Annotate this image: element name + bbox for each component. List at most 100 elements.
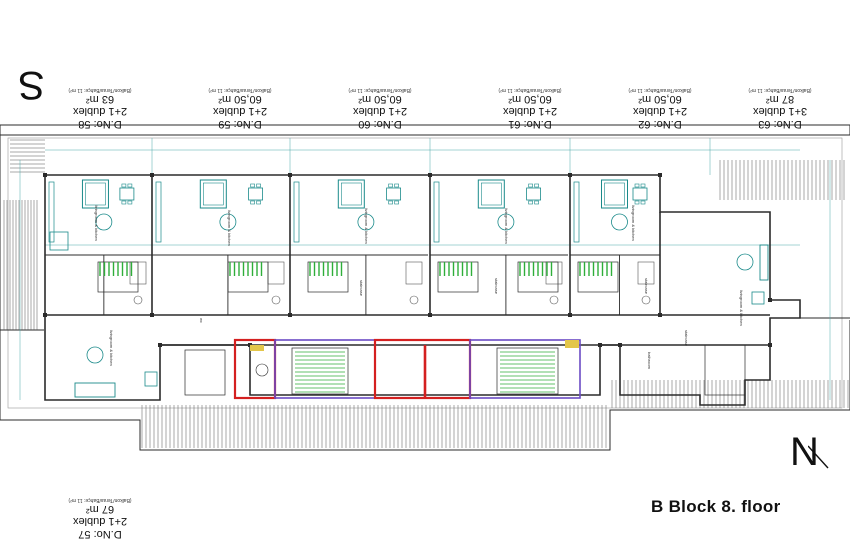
column-post <box>158 343 162 347</box>
toilet <box>133 295 143 305</box>
sofa <box>81 179 109 209</box>
dimension-lines <box>19 138 831 400</box>
room-label: livingroom & kitchen <box>227 210 232 246</box>
chair <box>250 183 255 188</box>
sofa-cushion <box>203 182 224 206</box>
core-staircase <box>255 347 559 395</box>
outer-outline <box>0 124 850 451</box>
kitchen-counter <box>48 181 55 243</box>
core-stair-well <box>291 347 349 395</box>
chair <box>388 183 393 188</box>
column-post <box>768 343 772 347</box>
sofa <box>337 179 365 209</box>
unit-57-number: 57 <box>78 528 91 540</box>
room-label: wc <box>199 318 204 323</box>
room-label: livingroom & kitchen <box>504 208 509 244</box>
unit-label-60: D.No: 60 2+1 dublex 60,50 m² (Balkon/Ter… <box>310 86 450 130</box>
column-post <box>43 173 47 177</box>
unit-label-59: D.No: 59 2+1 dublex 60,50 m² (Balkon/Ter… <box>170 86 310 130</box>
unit-62-dno-label: D.No: <box>653 118 682 130</box>
dining-table <box>526 187 541 201</box>
column-post <box>658 313 662 317</box>
floor-title: B Block 8. floor <box>651 497 781 516</box>
unit-61-dno-label: D.No: <box>523 118 552 130</box>
unit-label-63: D.No: 63 3+1 dublex 87 m² (Balkon/Teras/… <box>710 86 850 130</box>
chair <box>634 200 640 205</box>
kitchen-counter <box>433 181 440 243</box>
unit-61-note: (Balkon/Teras/Bahçe: 11 m²) <box>498 87 562 94</box>
chair <box>528 183 533 188</box>
sofa-cushion <box>85 182 106 206</box>
chair <box>256 200 261 205</box>
unit-60-type: 2+1 dublex <box>352 105 408 118</box>
unit-58-area: 63 m² <box>85 92 115 105</box>
unit-63-type: 3+1 dublex <box>752 105 808 118</box>
building-walls <box>44 174 801 406</box>
chair <box>256 183 261 188</box>
room-label: bathroom <box>647 352 652 370</box>
dining-table <box>751 291 765 305</box>
dining-table <box>119 187 135 201</box>
chair <box>394 183 399 188</box>
unit-61-area: 60,50 m² <box>508 92 552 105</box>
unit-62-note: (Balkon/Teras/Bahçe: 11 m²) <box>628 87 692 94</box>
unit-59-dno-label: D.No: <box>233 118 262 130</box>
chair <box>534 183 539 188</box>
dining-table <box>248 187 264 201</box>
unit-61-type: 2+1 dublex <box>502 105 558 118</box>
column-post <box>618 343 622 347</box>
room-label: staircase <box>644 278 649 295</box>
unit-62-area: 60,50 m² <box>638 92 682 105</box>
chair <box>250 200 255 205</box>
unit-label-57: D.No: 57 2+1 dublex 67 m² (Balkon/Teras/… <box>30 496 170 540</box>
shower <box>637 261 655 285</box>
chair <box>640 183 646 188</box>
core-stair-well <box>496 347 559 395</box>
unit-57-dno-label: D.No: <box>93 528 122 540</box>
stair-box <box>184 349 226 396</box>
toilet <box>409 295 419 305</box>
column-post <box>288 313 292 317</box>
column-post <box>150 313 154 317</box>
toilet <box>641 295 651 305</box>
kitchen-counter <box>155 181 162 243</box>
chair <box>127 200 133 205</box>
unit-60-area: 60,50 m² <box>358 92 402 105</box>
unit-57-note: (Balkon/Teras/Bahçe: 11 m²) <box>68 497 132 504</box>
toilet <box>271 295 281 305</box>
unit-57-type: 2+1 dublex <box>72 515 128 528</box>
room-label: livingroom & kitchen <box>109 330 114 366</box>
compass-north-slash <box>808 445 829 469</box>
unit-60-dno-label: D.No: <box>373 118 402 130</box>
unit-59-type: 2+1 dublex <box>212 105 268 118</box>
unit-62-number: 62 <box>638 118 651 130</box>
column-post <box>150 173 154 177</box>
room-label: livingroom & kitchen <box>631 205 636 241</box>
unit-label-58: D.No: 58 2+1 dublex 63 m² (Balkon/Teras/… <box>30 86 170 130</box>
coffee-table <box>357 213 375 231</box>
sofa <box>74 382 116 398</box>
kitchen-counter <box>573 181 580 243</box>
unit-61-number: 61 <box>508 118 521 130</box>
chair <box>534 200 539 205</box>
kitchen-counter <box>293 181 300 243</box>
sofa <box>759 244 769 281</box>
coffee-table <box>219 213 237 231</box>
unit-58-dno-label: D.No: <box>93 118 122 130</box>
room-label: livingroom & kitchen <box>364 208 369 244</box>
sofa-cushion <box>604 182 625 206</box>
chair <box>388 200 393 205</box>
core <box>233 338 581 400</box>
coffee-table <box>86 346 104 364</box>
toilet <box>549 295 559 305</box>
roof-hatch <box>3 139 849 448</box>
dining-table <box>49 231 69 251</box>
unit-58-number: 58 <box>78 118 91 130</box>
unit-57-area: 67 m² <box>85 502 115 515</box>
chair <box>127 183 133 188</box>
unit-58-note: (Balkon/Teras/Bahçe: 11 m²) <box>68 87 132 94</box>
column-post <box>568 173 572 177</box>
unit-59-area: 60,50 m² <box>218 92 262 105</box>
dining-table <box>386 187 402 201</box>
